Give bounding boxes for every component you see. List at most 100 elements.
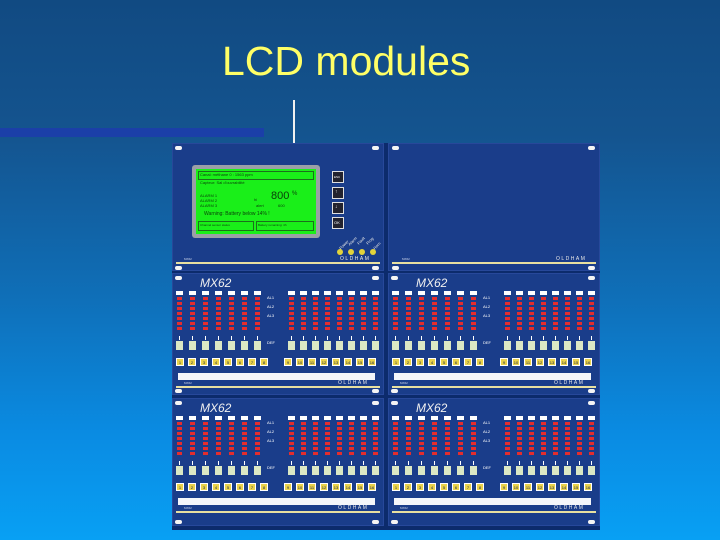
- channel-key-6[interactable]: 6: [452, 483, 460, 491]
- channel-key-5[interactable]: 5: [224, 483, 232, 491]
- alarm-led-segment: [190, 322, 195, 325]
- lcd-key-esc[interactable]: ESC: [332, 171, 344, 183]
- channel-key-11[interactable]: 11: [524, 483, 532, 491]
- channel-key-5[interactable]: 5: [440, 483, 448, 491]
- channel-key-6[interactable]: 6: [236, 358, 244, 366]
- channel-key-16[interactable]: 16: [368, 358, 376, 366]
- channel-key-15[interactable]: 15: [356, 483, 364, 491]
- channel-key-6[interactable]: 6: [452, 358, 460, 366]
- channel-key-11[interactable]: 11: [308, 483, 316, 491]
- channel-key-15[interactable]: 15: [572, 483, 580, 491]
- channel-key-4[interactable]: 4: [212, 483, 220, 491]
- channel-bargraph: [348, 416, 355, 475]
- channel-key-8[interactable]: 8: [260, 483, 268, 491]
- channel-key-10[interactable]: 10: [512, 483, 520, 491]
- channel-key-1[interactable]: 1: [392, 358, 400, 366]
- alarm-led-segment: [349, 442, 354, 445]
- channel-key-13[interactable]: 13: [548, 358, 556, 366]
- panel-screw: [175, 266, 182, 270]
- channel-key-14[interactable]: 14: [560, 483, 568, 491]
- channel-key-11[interactable]: 11: [524, 358, 532, 366]
- channel-key-label: 14: [345, 360, 351, 365]
- channel-key-15[interactable]: 15: [572, 358, 580, 366]
- alarm-led-segment: [393, 322, 398, 325]
- channel-key-1[interactable]: 1: [176, 483, 184, 491]
- alarm-led-segment: [589, 307, 594, 310]
- channel-key-7[interactable]: 7: [464, 483, 472, 491]
- channel-key-12[interactable]: 12: [320, 358, 328, 366]
- channel-cap: [241, 416, 248, 420]
- panel-screw: [588, 276, 595, 280]
- channel-key-9[interactable]: 9: [284, 358, 292, 366]
- channel-key-14[interactable]: 14: [344, 358, 352, 366]
- channel-key-12[interactable]: 12: [536, 483, 544, 491]
- lcd-key-down[interactable]: ↓: [332, 202, 344, 214]
- key-label: OK: [334, 220, 340, 225]
- channel-key-3[interactable]: 3: [416, 358, 424, 366]
- channel-key-label: 11: [309, 485, 315, 490]
- channel-key-1[interactable]: 1: [392, 483, 400, 491]
- alarm-led-segment: [177, 447, 182, 450]
- channel-key-7[interactable]: 7: [248, 483, 256, 491]
- channel-cap: [288, 416, 295, 420]
- channel-key-label: 16: [585, 485, 591, 490]
- channel-key-16[interactable]: 16: [584, 483, 592, 491]
- panel-screw: [391, 389, 398, 393]
- channel-key-14[interactable]: 14: [344, 483, 352, 491]
- channel-key-4[interactable]: 4: [428, 358, 436, 366]
- channel-status-window: [431, 466, 438, 475]
- channel-key-12[interactable]: 12: [320, 483, 328, 491]
- channel-key-6[interactable]: 6: [236, 483, 244, 491]
- channel-key-13[interactable]: 13: [332, 358, 340, 366]
- channel-key-16[interactable]: 16: [368, 483, 376, 491]
- channel-key-1[interactable]: 1: [176, 358, 184, 366]
- channel-key-2[interactable]: 2: [188, 483, 196, 491]
- alarm-led-segment: [445, 312, 450, 315]
- channel-key-7[interactable]: 7: [248, 358, 256, 366]
- channel-key-9[interactable]: 9: [500, 483, 508, 491]
- channel-key-5[interactable]: 5: [440, 358, 448, 366]
- alarm-led-segment: [458, 437, 463, 440]
- channel-key-12[interactable]: 12: [536, 358, 544, 366]
- channel-status-window: [288, 341, 295, 350]
- channel-key-13[interactable]: 13: [548, 483, 556, 491]
- alarm-led-segment: [432, 437, 437, 440]
- channel-key-4[interactable]: 4: [428, 483, 436, 491]
- alarm-led-segment: [216, 447, 221, 450]
- lcd-alarm-1: ALARM 1: [200, 193, 218, 198]
- channel-key-2[interactable]: 2: [404, 358, 412, 366]
- channel-key-3[interactable]: 3: [200, 358, 208, 366]
- channel-key-13[interactable]: 13: [332, 483, 340, 491]
- alarm-led-segment: [313, 317, 318, 320]
- channel-key-5[interactable]: 5: [224, 358, 232, 366]
- panel-screw: [372, 266, 379, 270]
- channel-key-16[interactable]: 16: [584, 358, 592, 366]
- channel-bargraph: [336, 291, 343, 350]
- lcd-key-ok[interactable]: OK: [332, 217, 344, 229]
- channel-key-7[interactable]: 7: [464, 358, 472, 366]
- alarm-led-segment: [505, 307, 510, 310]
- channel-key-2[interactable]: 2: [188, 358, 196, 366]
- alarm-led-segment: [406, 432, 411, 435]
- channel-key-8[interactable]: 8: [476, 358, 484, 366]
- channel-key-9[interactable]: 9: [500, 358, 508, 366]
- channel-key-10[interactable]: 10: [296, 358, 304, 366]
- channel-key-2[interactable]: 2: [404, 483, 412, 491]
- channel-key-10[interactable]: 10: [512, 358, 520, 366]
- lcd-key-up[interactable]: ↑: [332, 187, 344, 199]
- channel-key-4[interactable]: 4: [212, 358, 220, 366]
- channel-key-8[interactable]: 8: [260, 358, 268, 366]
- channel-status-window: [405, 341, 412, 350]
- alarm-led-segment: [589, 447, 594, 450]
- channel-key-3[interactable]: 3: [416, 483, 424, 491]
- channel-key-8[interactable]: 8: [476, 483, 484, 491]
- alarm-led-segment: [553, 452, 558, 455]
- channel-key-15[interactable]: 15: [356, 358, 364, 366]
- channel-key-10[interactable]: 10: [296, 483, 304, 491]
- channel-key-3[interactable]: 3: [200, 483, 208, 491]
- channel-key-14[interactable]: 14: [560, 358, 568, 366]
- channel-key-9[interactable]: 9: [284, 483, 292, 491]
- alarm-led-segment: [458, 317, 463, 320]
- alarm-led-segment: [529, 317, 534, 320]
- channel-key-11[interactable]: 11: [308, 358, 316, 366]
